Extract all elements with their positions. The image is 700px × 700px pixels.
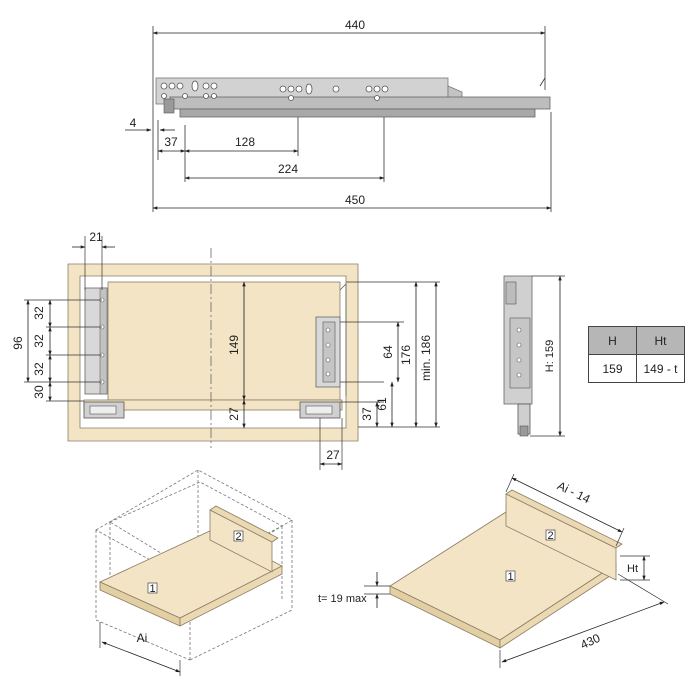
iso-left-part-2: 2 — [235, 531, 241, 543]
iso-right-part-1: 1 — [507, 571, 513, 583]
runner-rail — [155, 77, 551, 118]
dim-27-a: 27 — [227, 407, 241, 421]
table-header-h: H — [588, 326, 637, 355]
dim-128: 128 — [235, 135, 255, 149]
dim-450: 450 — [345, 193, 365, 207]
dim-32-c: 32 — [32, 362, 46, 376]
dim-96: 96 — [11, 336, 25, 350]
iso-right-part-2: 2 — [547, 530, 553, 542]
iso-drawer-view: 1 2 Ai - 14 Ht t= 19 max 430 — [318, 473, 669, 668]
dim-176: 176 — [399, 345, 413, 365]
iso-left-part-1: 1 — [149, 583, 155, 595]
table-cell-ht: 149 - t — [636, 354, 685, 383]
dim-61: 61 — [375, 397, 389, 411]
dim-32-b: 32 — [32, 334, 46, 348]
dim-4: 4 — [130, 116, 137, 130]
dim-430: 430 — [578, 631, 602, 652]
dim-30: 30 — [32, 385, 46, 399]
dim-440: 440 — [345, 18, 365, 32]
front-extension-lines — [24, 236, 440, 470]
dim-21: 21 — [89, 230, 103, 244]
dim-37: 37 — [164, 135, 178, 149]
dim-224: 224 — [278, 162, 298, 176]
dim-27-b: 27 — [326, 448, 340, 462]
front-section-view: 21 96 32 32 32 30 149 27 64 176 min. 186… — [11, 230, 440, 470]
dim-ht: Ht — [627, 563, 638, 575]
dim-32-a: 32 — [32, 306, 46, 320]
table-cell-h: 159 — [588, 354, 637, 383]
top-runner-view: 440 4 37 128 224 450 — [125, 18, 552, 212]
height-table: H Ht 159 149 - t — [588, 326, 685, 383]
dim-64: 64 — [381, 345, 395, 359]
side-runner-view: H: 159 — [503, 275, 565, 437]
dim-37-front: 37 — [360, 407, 374, 421]
runner-holes — [160, 80, 389, 101]
dim-t-19: t= 19 max — [318, 593, 367, 605]
dim-ai: Ai — [137, 631, 148, 645]
dim-min-186: min. 186 — [419, 335, 433, 381]
iso-cabinet-view: 1 2 Ai — [95, 469, 293, 676]
right-runner-bracket — [299, 283, 347, 419]
dim-149: 149 — [227, 335, 241, 355]
height-table-row: 159 149 - t — [588, 354, 685, 383]
dim-h-159: H: 159 — [544, 340, 556, 372]
height-table-header-row: H Ht — [588, 326, 685, 355]
table-header-ht: Ht — [636, 326, 685, 355]
